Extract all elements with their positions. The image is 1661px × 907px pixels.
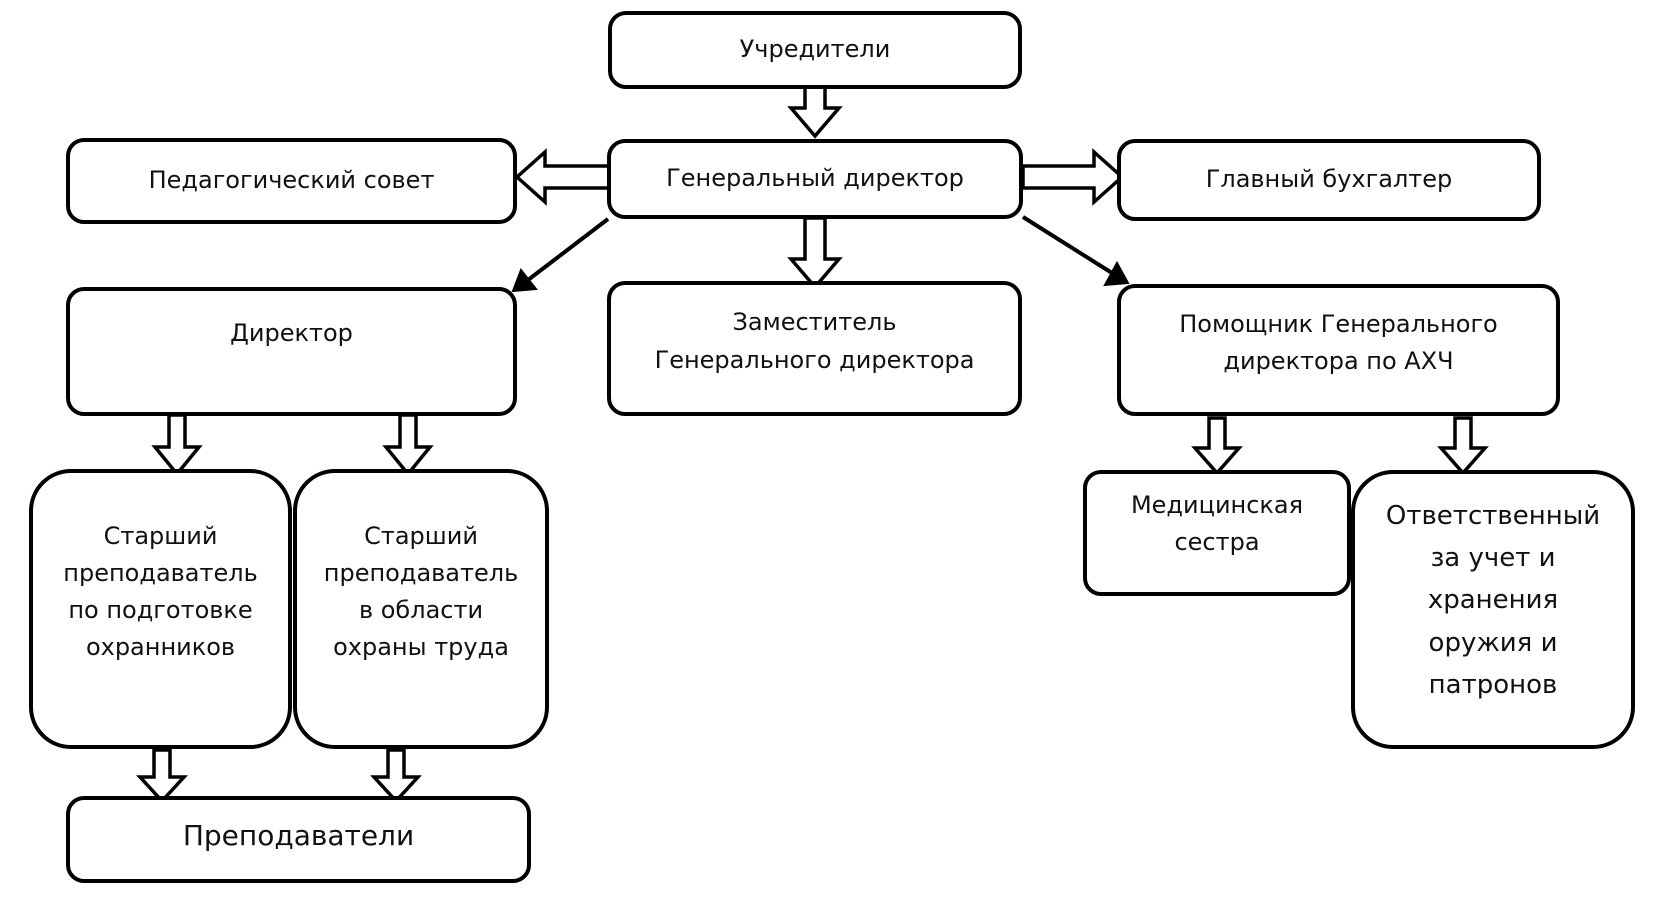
node-deputy-general-director-label: Заместитель Генерального директора [654,308,975,374]
node-deputy-general-director: Заместитель Генерального директора [607,281,1022,416]
node-general-director-label: Генеральный директор [666,164,964,193]
node-senior-teacher-guards: Старший преподаватель по подготовке охра… [29,469,292,749]
node-director-label: Директор [230,319,353,347]
node-general-director: Генеральный директор [607,139,1023,219]
edge-director-senior-teacher-guards [151,413,203,477]
node-weapons-officer: Ответственный за учет и хранения оружия … [1351,470,1635,749]
edge-senior-teacher-guards-teachers [136,748,188,804]
node-founders: Учредители [608,11,1022,89]
node-nurse: Медицинская сестра [1083,470,1351,596]
edge-general-director-director [511,217,610,293]
node-senior-teacher-labor: Старший преподаватель в области охраны т… [293,469,549,749]
edge-assistant-nurse [1191,416,1243,476]
node-chief-accountant: Главный бухгалтер [1117,139,1541,221]
node-director: Директор [66,287,517,416]
edge-director-senior-teacher-labor [382,413,434,477]
edge-senior-teacher-labor-teachers [370,748,422,804]
node-chief-accountant-label: Главный бухгалтер [1205,165,1453,194]
node-pedagogical-council-label: Педагогический совет [148,166,435,195]
edge-general-director-deputy [787,216,843,290]
edge-general-director-assistant [1021,215,1130,287]
node-senior-teacher-guards-label: Старший преподаватель по подготовке охра… [63,521,258,662]
node-senior-teacher-labor-label: Старший преподаватель в области охраны т… [323,521,519,662]
node-assistant-ahch: Помощник Генерального директора по АХЧ [1117,284,1560,416]
node-founders-label: Учредители [739,35,891,64]
edge-founders-general-director [787,84,843,139]
node-weapons-officer-label: Ответственный за учет и хранения оружия … [1385,501,1601,700]
edge-general-director-pedagogical-council [514,148,611,206]
node-teachers: Преподаватели [66,796,531,883]
edge-general-director-chief-accountant [1021,148,1125,206]
node-teachers-label: Преподаватели [182,818,415,852]
node-assistant-ahch-label: Помощник Генерального директора по АХЧ [1179,309,1498,375]
node-nurse-label: Медицинская сестра [1130,490,1304,556]
edge-assistant-weapons-officer [1437,416,1489,476]
node-pedagogical-council: Педагогический совет [66,138,517,224]
